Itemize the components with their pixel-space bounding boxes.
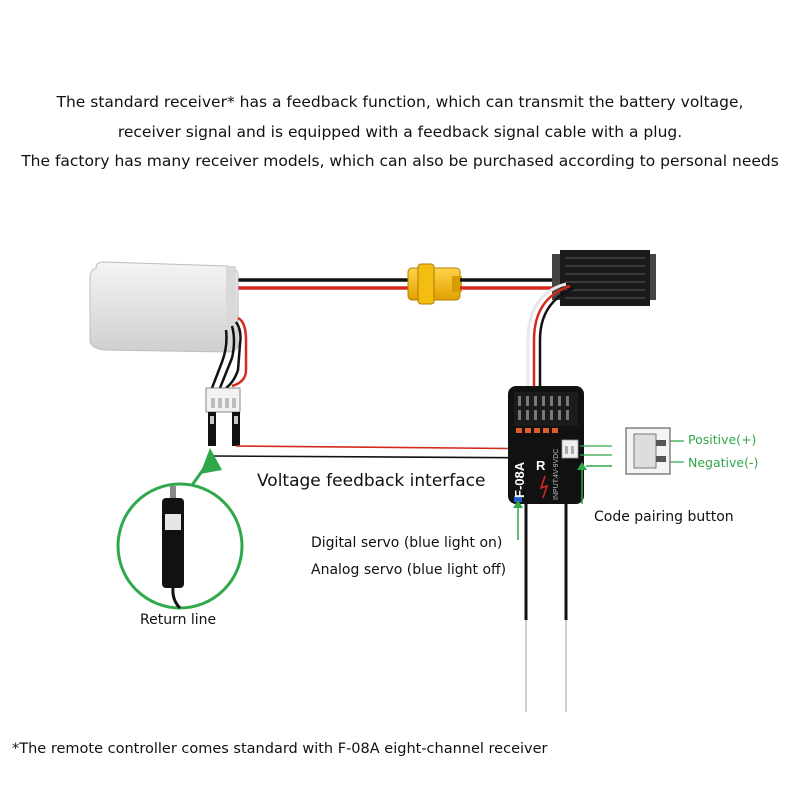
receiver-antennas bbox=[524, 504, 568, 712]
analog-servo-label: Analog servo (blue light off) bbox=[311, 562, 507, 578]
esc-module bbox=[552, 250, 656, 306]
xt60-connector bbox=[407, 263, 462, 305]
code-pairing-label: Code pairing button bbox=[594, 509, 734, 525]
receiver-model-text: F-08A bbox=[512, 461, 527, 498]
receiver-input-text: INPUT:4V-9VDC bbox=[553, 449, 560, 500]
servo-light-pointer bbox=[513, 500, 523, 540]
return-line-callout bbox=[116, 448, 244, 610]
esc-signal-lead bbox=[526, 282, 575, 392]
intro-line-3: The factory has many receiver models, wh… bbox=[21, 152, 779, 170]
esc-power-wires bbox=[460, 278, 556, 290]
balance-lead bbox=[210, 316, 248, 389]
footnote: *The remote controller comes standard wi… bbox=[12, 741, 548, 757]
negative-label: Negative(-) bbox=[688, 455, 759, 470]
balance-plug bbox=[205, 387, 241, 413]
receiver-f08a bbox=[508, 386, 584, 504]
intro-line-1: The standard receiver* has a feedback fu… bbox=[56, 93, 744, 111]
voltage-feedback-label: Voltage feedback interface bbox=[257, 471, 486, 491]
intro-text: The standard receiver* has a feedback fu… bbox=[0, 88, 800, 177]
positive-label: Positive(+) bbox=[688, 432, 757, 447]
lipo-battery bbox=[89, 261, 239, 353]
receiver-brand-text: R bbox=[536, 458, 546, 473]
digital-servo-label: Digital servo (blue light on) bbox=[311, 535, 503, 551]
return-line-pins bbox=[208, 412, 240, 446]
connector-closeup bbox=[625, 427, 671, 475]
battery-main-wires bbox=[232, 278, 412, 290]
return-line-label: Return line bbox=[140, 612, 217, 628]
intro-line-2: receiver signal and is equipped with a f… bbox=[117, 122, 683, 141]
code-pairing-pointer bbox=[577, 462, 612, 504]
